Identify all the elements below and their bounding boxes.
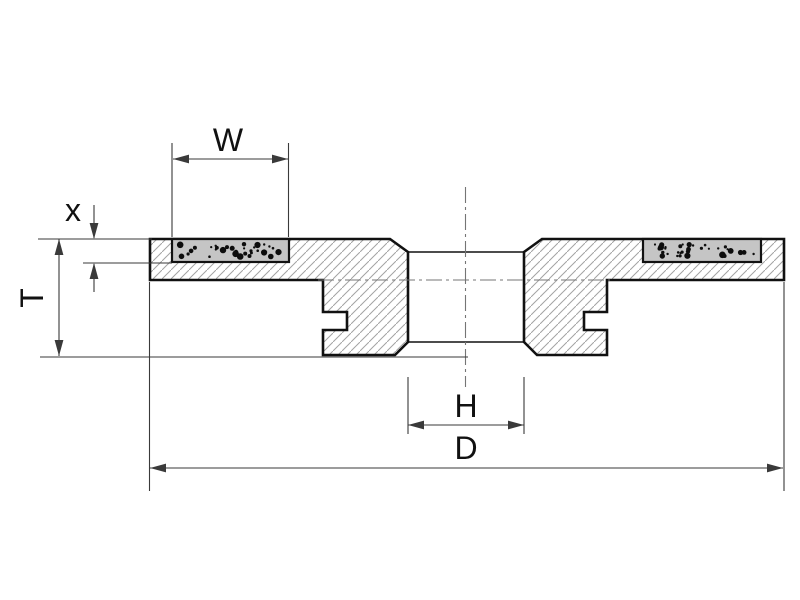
arrowhead-right [767,463,783,473]
dimension-D: D [148,282,785,491]
grit-dot [275,249,282,256]
grit-dot [254,241,261,249]
grit-dot [703,243,707,247]
dimension-W: W [171,122,290,237]
grit-dot [699,246,704,250]
arrowhead-up [89,263,99,279]
grit-dot [243,247,246,250]
label-T: T [14,288,50,308]
dimension-H: H [407,377,525,434]
grit-dot [214,248,217,251]
grit-dot [741,250,747,255]
label-x: x [65,192,81,228]
arrowhead-down [54,340,64,356]
grit-dot [261,249,268,256]
grit-dot [659,242,665,248]
abrasive-grit-dots-left [176,241,282,260]
grit-dot [229,245,235,251]
grit-dot [271,246,275,250]
grit-dot [664,247,667,250]
grit-dot [684,252,691,259]
grit-dot [219,246,227,254]
grit-dot [680,250,684,254]
label-W: W [213,122,244,158]
grit-dot [192,245,197,250]
label-H: H [454,388,477,424]
grit-dot [253,246,256,249]
arrowhead-left [408,420,424,430]
grit-dot [722,254,727,258]
arrowhead-up [54,239,64,255]
grit-dot [717,247,720,250]
grit-dot [723,245,728,249]
grit-dot [247,254,252,258]
grit-dot [241,242,247,247]
grit-dot [737,249,744,256]
grit-dot [666,252,669,256]
dimension-x: x [38,192,172,292]
grit-dot [707,247,711,250]
grit-dot [727,248,734,254]
grit-dot [653,243,657,246]
grit-dot [661,250,665,255]
grit-dot [186,252,190,256]
grit-dot [676,254,679,258]
arrowhead-left [173,154,189,164]
grit-dot [176,241,184,249]
grit-dot [659,253,665,259]
dimension-T: T [14,239,468,358]
grit-dot [256,249,260,252]
grit-dot [691,244,695,247]
arrowhead-down [89,223,99,239]
grit-dot [752,252,755,256]
label-D: D [454,430,477,466]
grit-dot [225,245,229,250]
grit-dot [214,244,217,247]
grit-dot [208,255,211,258]
grit-dot [243,251,248,256]
abrasive-segment-right [641,237,763,264]
grit-dot [234,253,239,257]
arrowhead-right [272,154,288,164]
grit-dot [268,253,274,260]
grit-dot [686,246,691,252]
abrasive-grit-dots-right [653,242,755,259]
grit-dot [188,248,194,254]
arrowhead-right [508,420,524,430]
grit-dot [210,246,213,249]
grit-dot [678,244,683,249]
grit-dot [263,243,266,246]
grit-dot [268,245,271,248]
arrowhead-left [150,463,166,473]
grit-dot [249,251,253,255]
grit-dot [178,253,185,260]
grit-dot [676,251,680,254]
grit-dot [681,243,684,246]
grit-dot [678,254,682,258]
grit-dot [686,242,692,248]
